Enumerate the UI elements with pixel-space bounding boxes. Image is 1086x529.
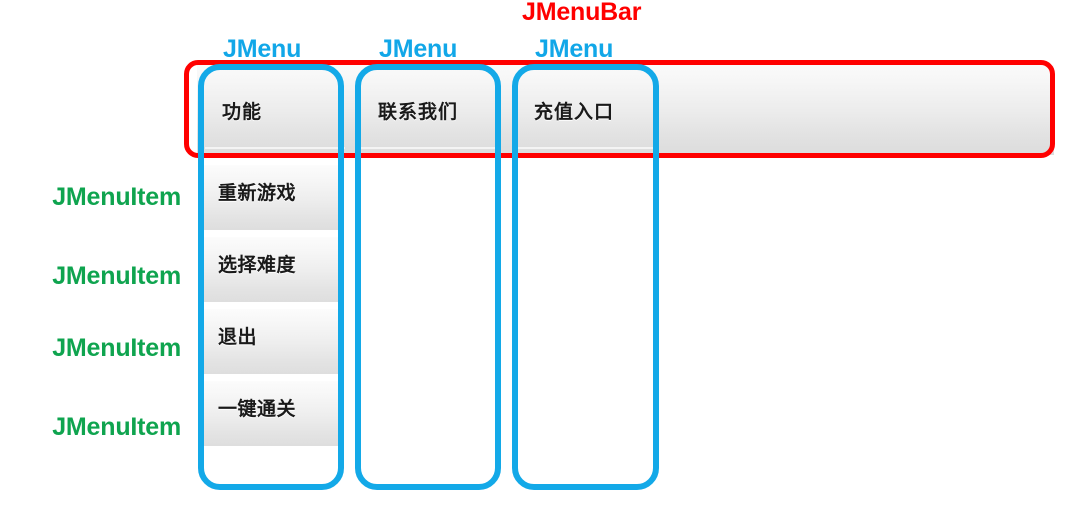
jmenuitem-auto-clear-label: 一键通关 bbox=[218, 398, 297, 420]
jmenuitem-restart-game[interactable]: 重新游戏 bbox=[204, 165, 341, 230]
annotation-jmenuitem-2: JMenuItem bbox=[52, 262, 181, 290]
annotation-jmenuitem-1: JMenuItem bbox=[52, 183, 181, 211]
jmenuitem-restart-game-label: 重新游戏 bbox=[218, 182, 297, 204]
jmenuitem-auto-clear[interactable]: 一键通关 bbox=[204, 381, 341, 446]
annotation-jmenu-2: JMenu bbox=[379, 35, 458, 63]
jmenu-recharge-label: 充值入口 bbox=[534, 100, 615, 123]
jmenubar-empty-region-left bbox=[665, 65, 850, 155]
jmenubar-empty-region-right bbox=[850, 65, 1054, 155]
jmenuitem-select-difficulty[interactable]: 选择难度 bbox=[204, 237, 341, 302]
jmenu-recharge[interactable]: 充值入口 bbox=[509, 65, 665, 155]
jmenu-contact-us-label: 联系我们 bbox=[378, 100, 459, 123]
background-mask-right bbox=[1054, 0, 1086, 529]
annotation-jmenuitem-4: JMenuItem bbox=[52, 413, 181, 441]
annotation-jmenubar: JMenuBar bbox=[522, 0, 642, 26]
jmenuitem-exit[interactable]: 退出 bbox=[204, 309, 341, 374]
jmenu-contact-us[interactable]: 联系我们 bbox=[353, 65, 509, 155]
annotation-jmenu-3: JMenu bbox=[535, 35, 614, 63]
jmenuitem-select-difficulty-label: 选择难度 bbox=[218, 254, 297, 276]
jmenu-functions-label: 功能 bbox=[222, 100, 263, 123]
jmenu-functions[interactable]: 功能 bbox=[197, 65, 353, 155]
jmenubar: 功能 联系我们 充值入口 bbox=[197, 65, 1054, 155]
annotation-jmenu-1: JMenu bbox=[223, 35, 302, 63]
annotation-jmenuitem-3: JMenuItem bbox=[52, 334, 181, 362]
jmenuitem-exit-label: 退出 bbox=[218, 326, 258, 348]
jpopupmenu-functions: 重新游戏 选择难度 退出 一键通关 bbox=[204, 165, 341, 446]
background-mask-below-bar bbox=[341, 155, 1086, 529]
